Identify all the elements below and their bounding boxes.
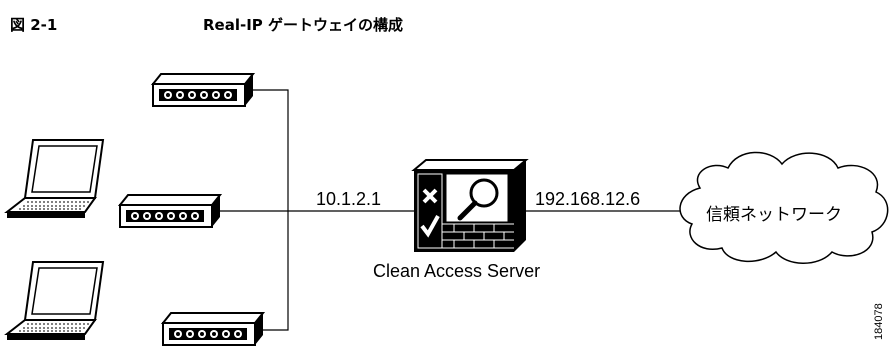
hub-icon [162,312,264,346]
hub-icon [119,194,221,228]
trusted-network-cloud-icon [679,151,889,264]
left-ip-label: 10.1.2.1 [316,189,381,209]
laptop-icon [6,261,104,341]
figure-id: 184078 [873,303,885,340]
figure-number: 図 2-1 [10,16,58,34]
figure-title: Real-IP ゲートウェイの構成 [203,16,404,34]
cloud-label: 信頼ネットワーク [706,205,842,225]
right-ip-label: 192.168.12.6 [535,189,640,209]
connection-lines [217,89,680,331]
laptop-icon [6,139,104,219]
clean-access-server-icon [411,159,529,252]
server-label: Clean Access Server [373,261,540,281]
hub-icon [152,73,254,107]
